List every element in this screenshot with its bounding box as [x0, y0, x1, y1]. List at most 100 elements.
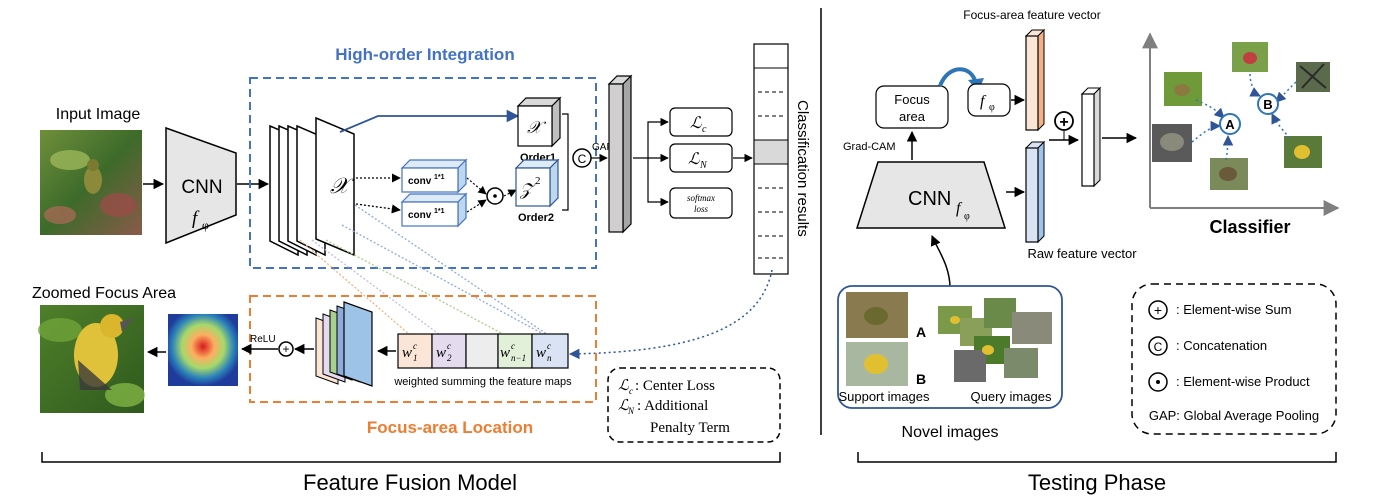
conv2-sup: 1*1 — [434, 208, 445, 215]
conv-block-1: conv 1*1 — [400, 158, 468, 194]
legend-center-text: : Center Loss — [635, 378, 715, 394]
class-a-label: A — [1225, 117, 1235, 132]
classifier-sample-b1 — [1232, 42, 1268, 72]
conv1-label: conv — [408, 176, 432, 187]
zoomed-image — [38, 305, 145, 413]
relu-label: ReLU — [250, 334, 276, 345]
sum-symbol: + — [282, 342, 289, 356]
loss-legend-box — [607, 367, 781, 443]
query-images-collage — [938, 298, 1052, 382]
arrow-product-to-z — [503, 189, 517, 198]
legend-sum-icon — [1148, 300, 1168, 320]
classifier-label: Classifier — [1209, 217, 1290, 237]
loss-c-symbol: ℒ — [690, 115, 702, 132]
left-caption-bracket — [41, 452, 781, 463]
legend-sum-symbol: + — [1154, 302, 1162, 318]
input-image — [40, 130, 142, 235]
f-phi-symbol: f — [980, 93, 987, 110]
weight-sup-5: c — [547, 341, 551, 351]
legend-add-text-2: Penalty Term — [650, 420, 730, 436]
legend-add-sub: N — [627, 406, 635, 416]
legend-gap-text: GAP: Global Average Pooling — [1149, 408, 1319, 423]
focus-area-box — [875, 85, 949, 129]
gap-label: GAP — [592, 142, 613, 153]
raw-feature-vector — [1024, 140, 1046, 244]
support-image-b — [846, 342, 908, 386]
legend-concat-text: : Concatenation — [1176, 338, 1267, 353]
classifier-dotted-arrows — [1191, 73, 1297, 161]
curved-arrow-to-f — [938, 67, 978, 87]
support-b-label: B — [916, 371, 926, 387]
weight-sub-5: n — [547, 353, 552, 363]
classifier-sample-a3 — [1210, 158, 1248, 190]
cnn-func-sub: φ — [202, 218, 209, 232]
conv2-label: conv — [408, 210, 432, 221]
left-caption: Feature Fusion Model — [303, 470, 517, 495]
input-image-label: Input Image — [56, 106, 141, 123]
support-image-a — [846, 292, 908, 338]
concat-bracket — [562, 113, 569, 211]
raw-vector-label: Raw feature vector — [1027, 246, 1137, 261]
support-images-label: Support images — [838, 389, 930, 404]
weight-label-1: w — [402, 345, 412, 361]
weight-cell-3 — [465, 333, 499, 369]
legend-product-text: : Element-wise Product — [1176, 374, 1310, 389]
weight-sub-1: 1 — [413, 353, 418, 363]
product-dot-icon — [493, 194, 497, 198]
focus-area-vector — [1024, 28, 1046, 132]
weight-label-4: w — [500, 345, 510, 361]
weight-sup-1: c — [413, 341, 417, 351]
conv1-sup: 1*1 — [434, 174, 445, 181]
legend-center-sub: c — [629, 386, 633, 396]
weighted-map-stack — [315, 301, 373, 387]
loss-c-box — [669, 107, 733, 137]
arrow-conv2-to-product — [466, 199, 487, 213]
high-order-title: High-order Integration — [335, 45, 514, 64]
order2-cube — [514, 158, 560, 208]
weight-sub-2: 2 — [447, 353, 452, 363]
class-b-label: B — [1263, 97, 1272, 112]
legend-add-prefix: ℒ — [618, 398, 630, 414]
legend-center-prefix: ℒ — [618, 378, 630, 394]
zoomed-label: Zoomed Focus Area — [32, 285, 176, 302]
classification-results-vector — [753, 43, 789, 275]
softmax-line1: softmax — [687, 193, 715, 203]
focus-location-title: Focus-area Location — [367, 418, 533, 437]
conv-block-2: conv 1*1 — [400, 192, 468, 228]
f-phi-sub: φ — [989, 102, 995, 113]
classifier-sample-b2 — [1296, 62, 1330, 92]
sum-symbol-icon — [278, 341, 294, 357]
arrow-results-to-weights — [568, 269, 773, 360]
high-order-box — [249, 77, 597, 269]
focus-vector-label: Focus-area feature vector — [963, 8, 1100, 22]
legend-add-text-1: : Additional — [637, 398, 708, 414]
test-cnn-func: f — [956, 200, 963, 217]
novel-images-label: Novel images — [902, 424, 999, 441]
feature-to-weight-lines — [299, 204, 549, 336]
test-cnn-block — [855, 161, 1007, 229]
test-cnn-func-sub: φ — [964, 211, 970, 222]
f-phi-box — [967, 83, 1011, 117]
classification-results-label: Classification results — [794, 100, 811, 237]
weight-label-2: w — [436, 345, 446, 361]
weight-sup-2: c — [447, 341, 451, 351]
query-images-label: Query images — [971, 389, 1052, 404]
loss-c-sub: c — [702, 124, 707, 135]
loss-n-box — [669, 143, 733, 173]
right-panel: Focus-area feature vector CNN f φ Focus … — [837, 8, 1340, 495]
classifier-sample-a2 — [1152, 124, 1192, 162]
softmax-box — [669, 187, 733, 219]
loss-n-symbol: ℒ — [688, 151, 700, 168]
test-cnn-label: CNN — [908, 188, 951, 210]
arrow-to-order1 — [339, 109, 520, 133]
grad-cam-label: Grad-CAM — [843, 141, 896, 153]
weight-sup-4: c — [511, 341, 515, 351]
arrow-to-loss-c — [633, 117, 669, 159]
legend-sum-text: : Element-wise Sum — [1176, 302, 1292, 317]
class-a-center — [1219, 113, 1241, 135]
right-caption: Testing Phase — [1028, 470, 1166, 495]
order1-cube — [516, 96, 562, 148]
classifier-sample-b3 — [1284, 136, 1322, 168]
